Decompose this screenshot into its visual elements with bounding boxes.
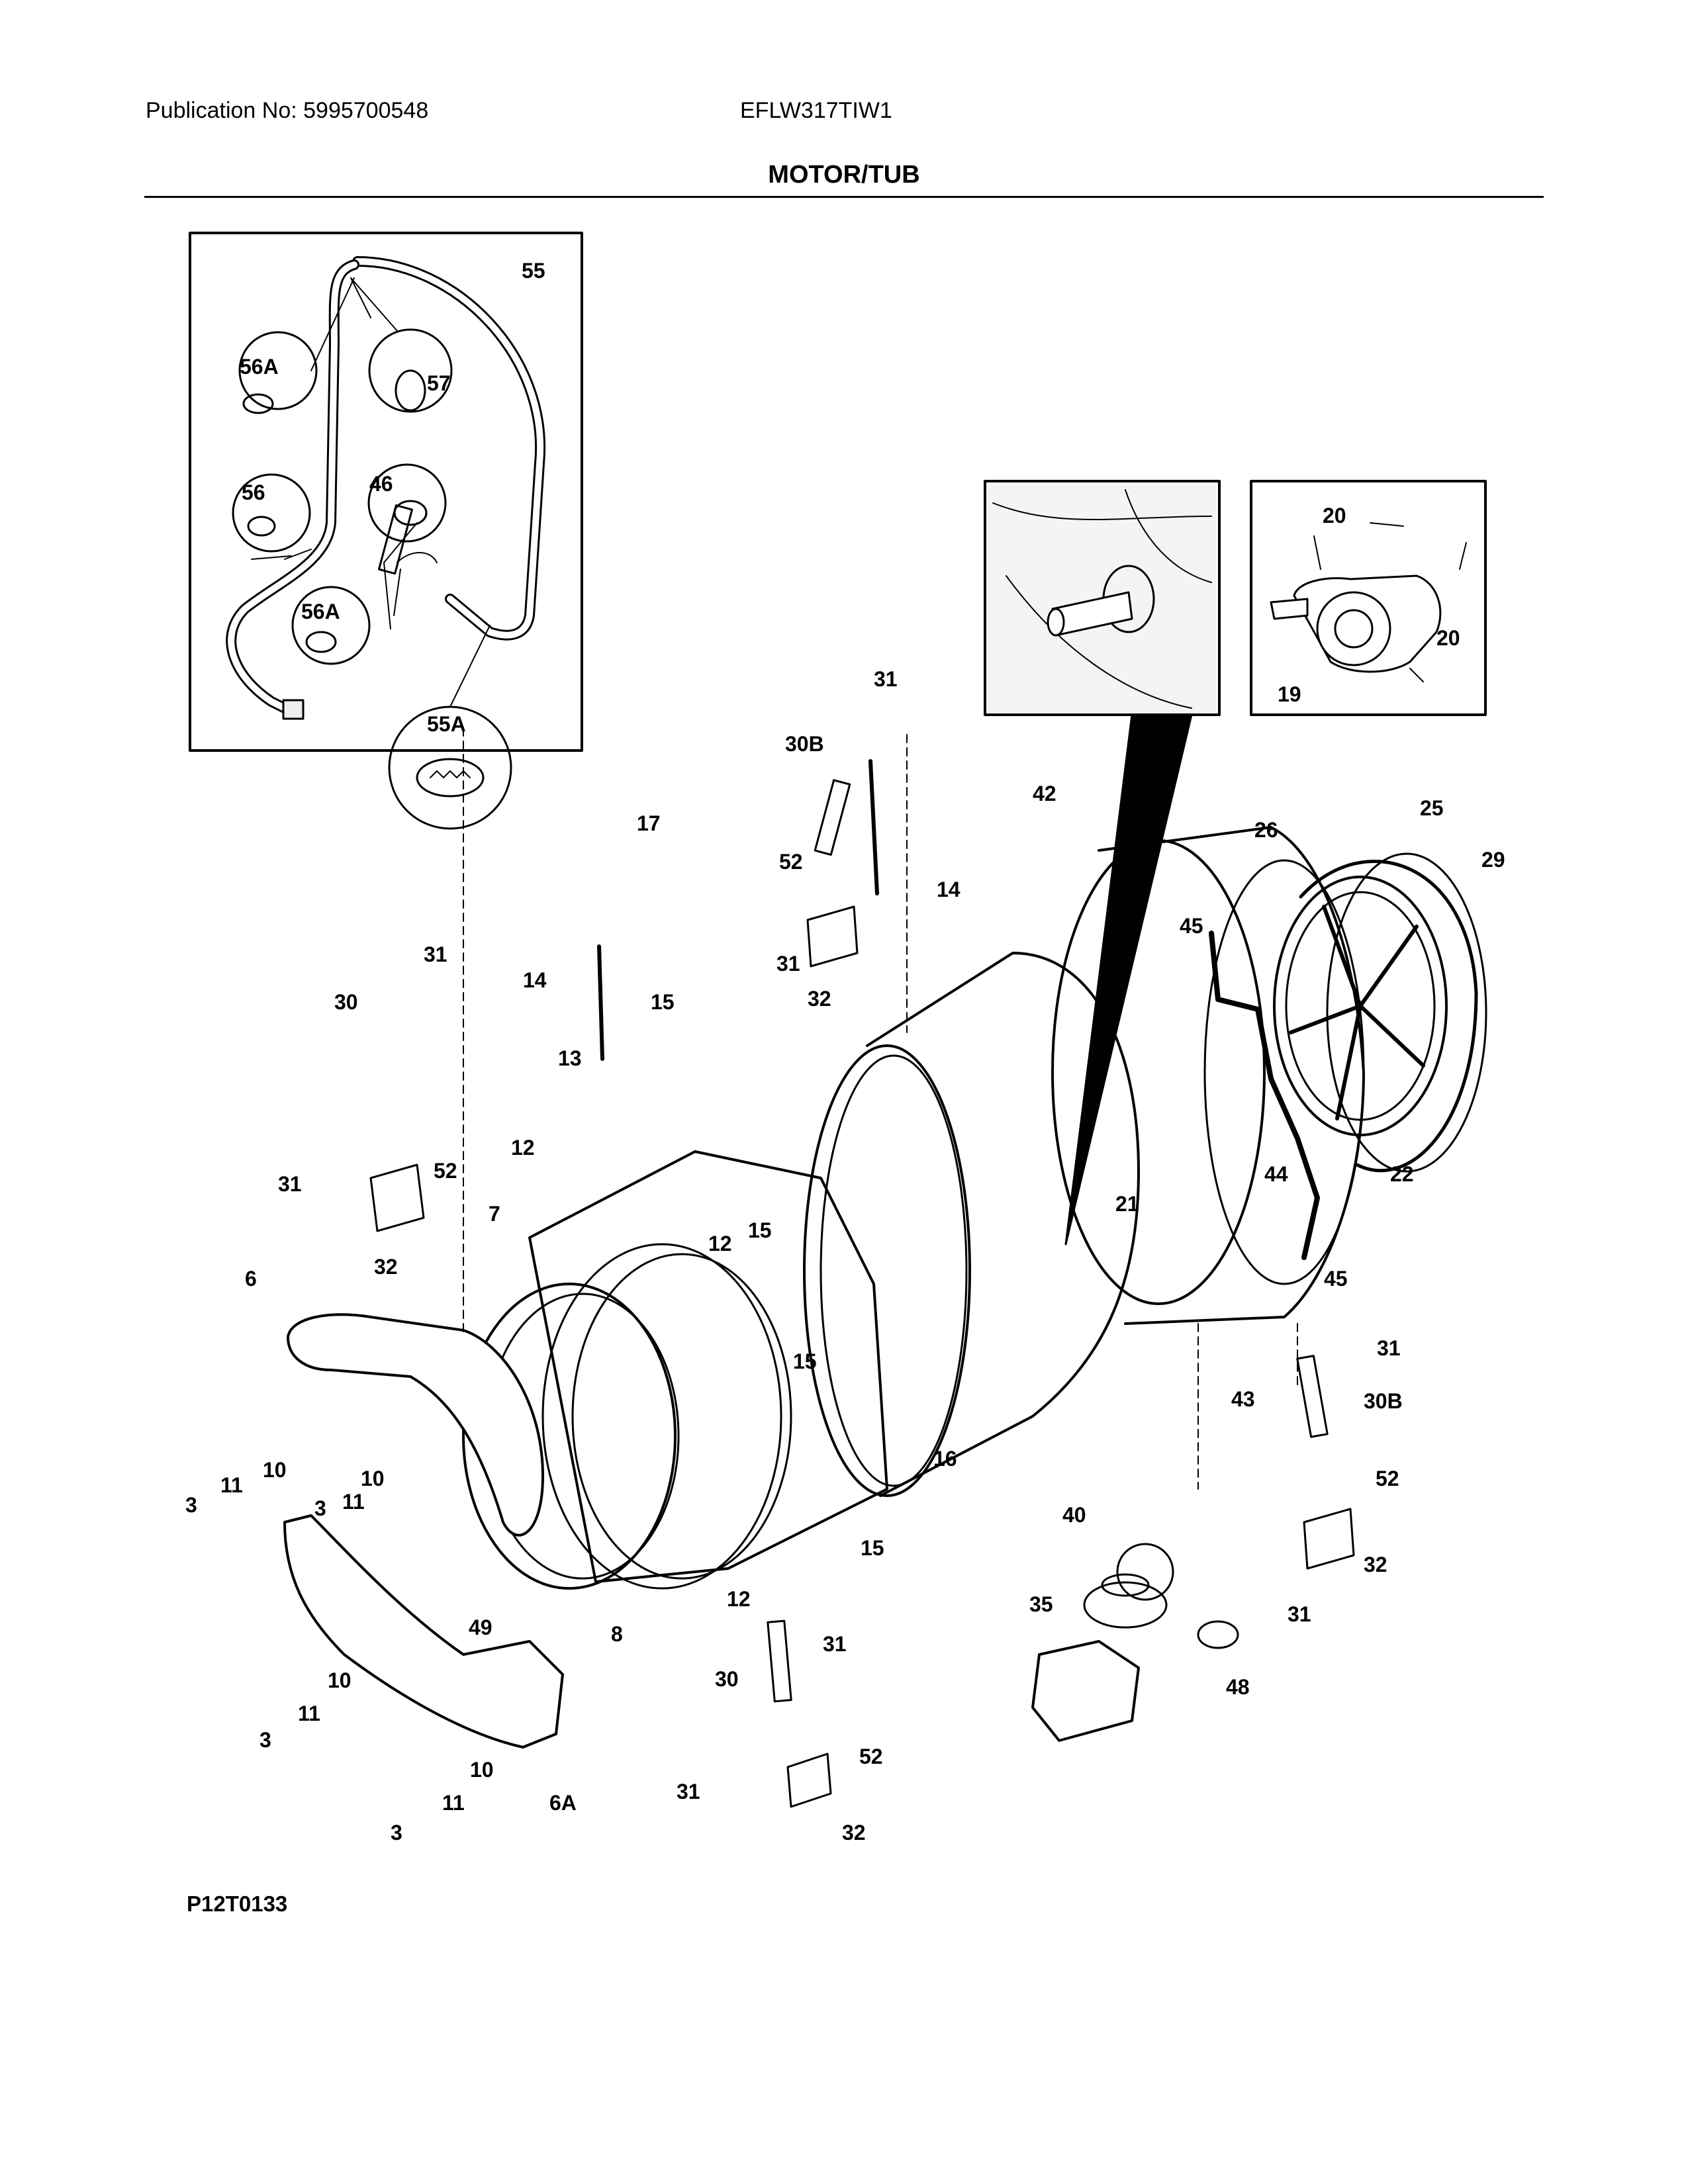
callout-22: 22 [1390,1162,1414,1186]
callout-40: 40 [1062,1503,1086,1527]
callout-15-top: 15 [651,990,675,1014]
callout-31-top: 31 [874,667,898,691]
callout-11-a: 11 [220,1473,243,1497]
callout-12-top: 12 [511,1136,535,1160]
header-divider [144,196,1544,198]
callout-46: 46 [369,472,393,496]
callout-11-d: 11 [442,1791,465,1815]
shaft-detail-inset [984,480,1221,716]
callout-10-d: 10 [470,1758,494,1782]
hardware [369,504,1355,1808]
detail-pointer [1064,713,1193,1246]
callout-12-mid: 12 [708,1232,732,1255]
callout-19: 19 [1278,682,1301,706]
callout-25: 25 [1420,796,1444,820]
callout-3-b: 3 [314,1496,326,1520]
callout-15-mid: 15 [748,1218,772,1242]
pulley [1273,852,1487,1173]
front-tub [462,1150,888,1590]
callout-11-c: 11 [298,1702,320,1725]
front-counterweight [287,1313,544,1537]
callout-12-bottom: 12 [727,1587,751,1611]
callout-45-top: 45 [1180,914,1203,938]
callout-52-bottom: 52 [859,1745,883,1768]
callout-52-right: 52 [1376,1467,1399,1490]
callout-10-a: 10 [263,1458,287,1482]
callout-52-left: 52 [434,1159,457,1183]
callout-30-bottom: 30 [715,1667,739,1691]
callout-3-c: 3 [259,1728,271,1752]
callout-30: 30 [334,990,358,1014]
guide-lines [463,727,1298,1490]
callout-43: 43 [1231,1387,1255,1411]
callout-labels: 55 56A 57 56 46 56A 55A 20 20 19 42 31 3… [185,259,1505,1844]
callout-31-mid: 31 [776,952,800,976]
callout-16: 16 [933,1447,957,1471]
page-title: MOTOR/TUB [768,161,920,189]
callout-52-top: 52 [779,850,803,874]
callout-31-right: 31 [1377,1336,1401,1360]
inner-drum [803,952,1140,1497]
callout-31-upper-left: 31 [424,942,447,966]
callout-17: 17 [637,811,661,835]
callout-10-c: 10 [328,1668,352,1692]
callout-30B-top: 30B [785,732,824,756]
callout-55A: 55A [427,712,466,736]
callout-7: 7 [489,1202,500,1226]
callout-6: 6 [245,1267,257,1291]
callout-3-a: 3 [185,1493,197,1517]
callout-3-d: 3 [391,1821,402,1844]
callout-31-lower-right: 31 [1288,1602,1311,1626]
callout-13: 13 [558,1046,582,1070]
lower-counterweight [283,1514,564,1749]
callout-48: 48 [1226,1675,1250,1699]
callout-32-bottom: 32 [842,1821,866,1844]
callout-55: 55 [522,259,545,283]
callout-8: 8 [611,1622,623,1646]
callout-32-top: 32 [808,987,831,1011]
callout-11-b: 11 [342,1490,365,1514]
hose-44 [1209,931,1320,1260]
callout-32-left: 32 [374,1255,398,1279]
figure-code: P12T0133 [187,1891,288,1916]
callout-31-bottom: 31 [677,1780,700,1803]
callout-15-lower: 15 [793,1349,817,1373]
callout-14-right: 14 [937,878,961,901]
callout-31-bottom-mid: 31 [823,1632,847,1656]
callout-56A-lower: 56A [301,600,340,623]
callout-42: 42 [1033,782,1056,805]
callout-57: 57 [427,371,451,395]
callout-26: 26 [1254,818,1278,842]
callout-20-side: 20 [1436,626,1460,650]
publication-number: Publication No: 5995700548 [146,98,429,123]
callout-35: 35 [1029,1592,1053,1616]
rear-tub [1051,826,1365,1325]
callout-45-right: 45 [1324,1267,1348,1291]
motor-inset [1250,480,1487,716]
callout-20-top: 20 [1323,504,1346,527]
callout-32-right: 32 [1364,1553,1387,1576]
callout-14-left: 14 [523,968,547,992]
drain-pump [1031,1573,1168,1742]
callout-10-b: 10 [361,1467,385,1490]
callout-29: 29 [1481,848,1505,872]
callout-31-left: 31 [278,1172,302,1196]
callout-21: 21 [1115,1192,1139,1216]
callout-56: 56 [242,480,265,504]
callout-56A: 56A [240,355,279,379]
callout-30B-right: 30B [1364,1389,1403,1413]
callout-49: 49 [469,1615,492,1639]
callout-44: 44 [1264,1162,1288,1186]
hose-inset [189,232,583,830]
callout-6A: 6A [549,1791,577,1815]
model-number: EFLW317TIW1 [740,98,892,123]
callout-15-bottom: 15 [861,1536,884,1560]
